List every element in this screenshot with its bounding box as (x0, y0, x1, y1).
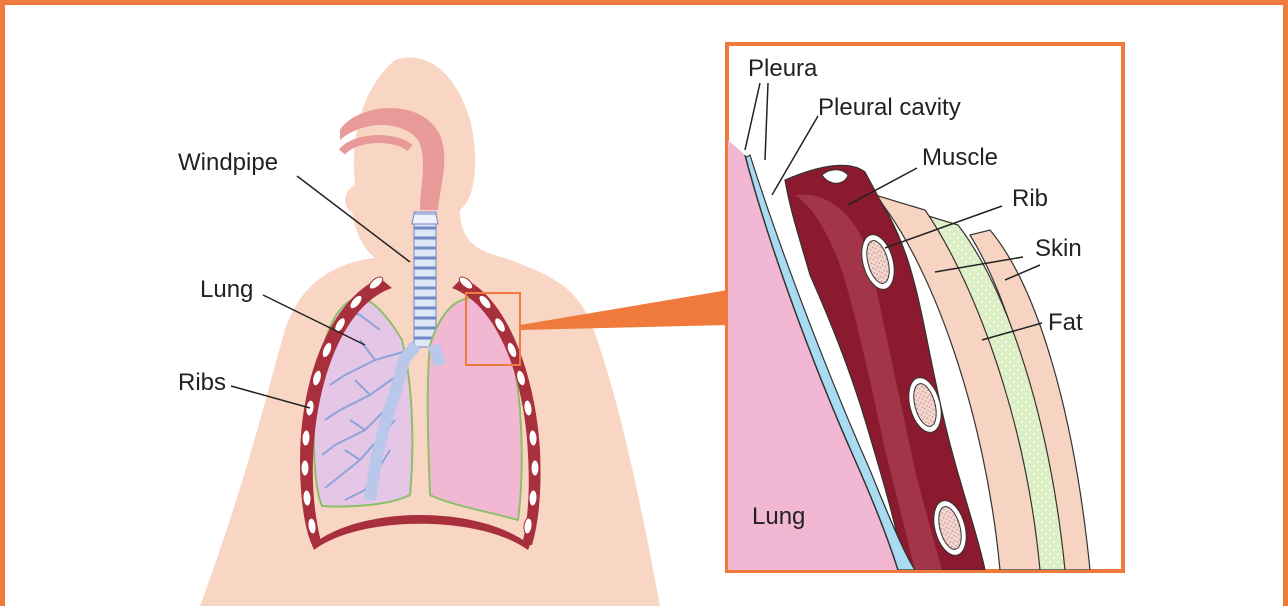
label-skin: Skin (1035, 235, 1082, 262)
windpipe (412, 212, 438, 347)
label-muscle: Muscle (922, 144, 998, 171)
label-lung: Lung (200, 276, 253, 303)
label-windpipe: Windpipe (178, 149, 278, 176)
label-fat: Fat (1048, 309, 1083, 336)
label-pleural-cavity: Pleural cavity (818, 94, 961, 121)
label-rib: Rib (1012, 185, 1048, 212)
label-pleura: Pleura (748, 55, 818, 82)
label-ribs: Ribs (178, 369, 226, 396)
label-lung-detail: Lung (752, 503, 805, 530)
